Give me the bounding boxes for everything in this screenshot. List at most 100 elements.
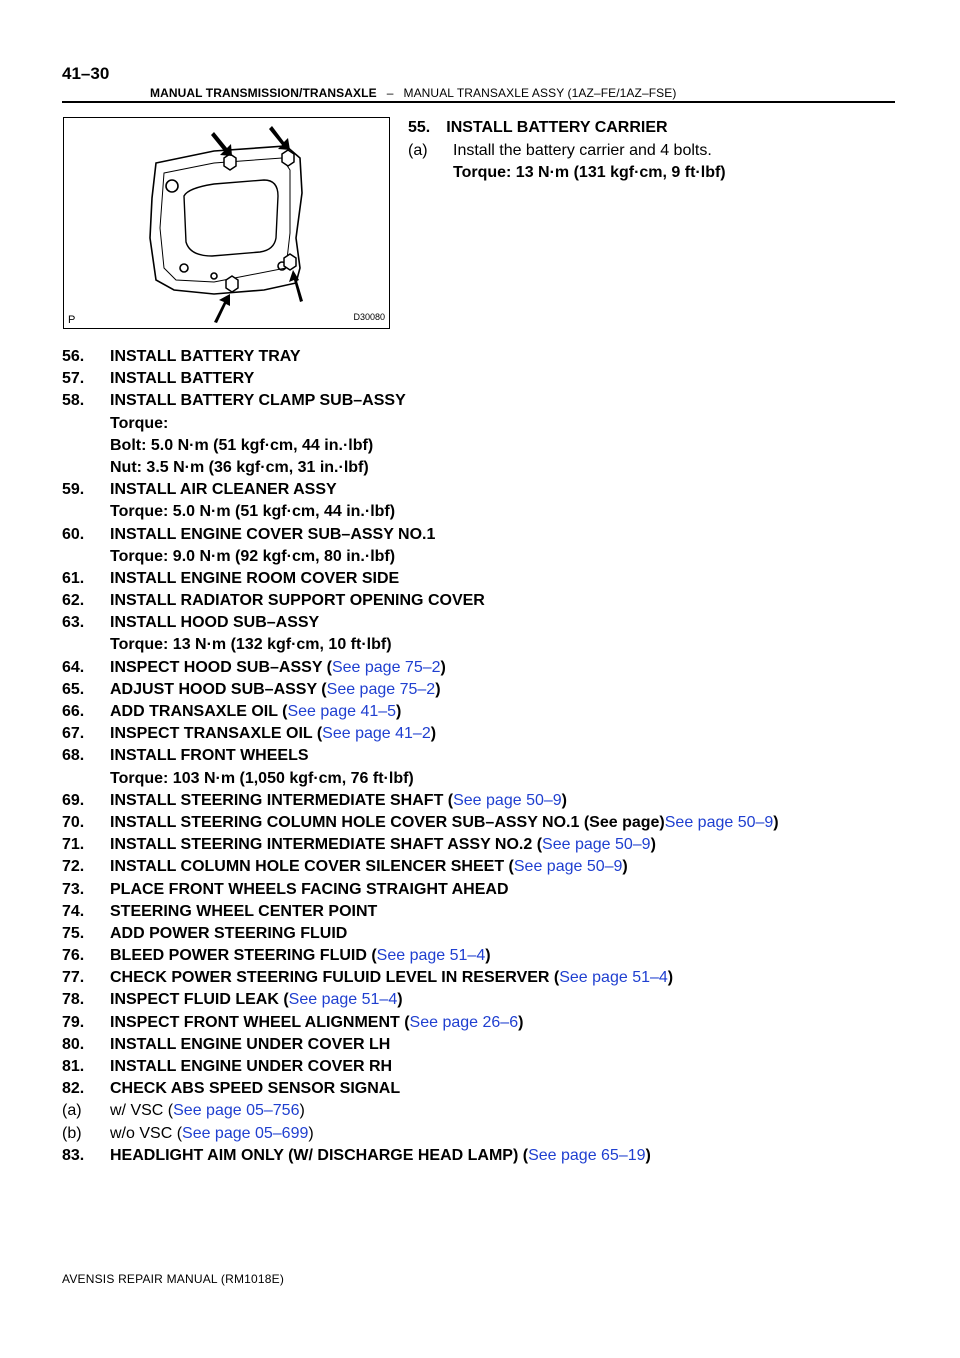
page-number: 41–30 bbox=[62, 64, 110, 83]
step-item: 79. INSPECT FRONT WHEEL ALIGNMENT (See pa… bbox=[62, 1012, 779, 1034]
see-page-link[interactable]: See page 26–6 bbox=[409, 1013, 519, 1031]
step-text: HEADLIGHT AIM ONLY (W/ DISCHARGE HEAD LA… bbox=[110, 1146, 529, 1164]
see-page-link[interactable]: See page 50–9 bbox=[453, 791, 562, 809]
step-text: INSTALL COLUMN HOLE COVER SILENCER SHEET… bbox=[110, 858, 514, 876]
step-item: 80.INSTALL ENGINE UNDER COVER LH bbox=[62, 1034, 779, 1056]
carrier-hole bbox=[165, 179, 179, 193]
step-text: INSTALL FRONT WHEELS bbox=[110, 747, 309, 765]
step-text-close: ) bbox=[435, 680, 441, 698]
step-text: INSTALL HOOD SUB–ASSY bbox=[110, 614, 320, 632]
see-page-link[interactable]: See page 50–9 bbox=[542, 836, 651, 854]
step-text: INSTALL AIR CLEANER ASSY bbox=[110, 481, 337, 499]
step-text: INSTALL STEERING INTERMEDIATE SHAFT ( bbox=[110, 791, 454, 809]
step-text: INSTALL BATTERY TRAY bbox=[110, 348, 301, 365]
subsection-title: MANUAL TRANSAXLE ASSY (1AZ–FE/1AZ–FSE) bbox=[403, 86, 677, 100]
footer-manual-title: AVENSIS REPAIR MANUAL (RM1018E) bbox=[62, 1272, 285, 1286]
step-item: 65. ADJUST HOOD SUB–ASSY (See page 75–2) bbox=[62, 679, 779, 701]
see-page-link[interactable]: See page 51–4 bbox=[376, 947, 486, 965]
torque-line: Torque: bbox=[110, 414, 169, 432]
step-text: PLACE FRONT WHEELS FACING STRAIGHT AHEAD bbox=[110, 880, 509, 898]
step-text: ADJUST HOOD SUB–ASSY ( bbox=[110, 680, 327, 698]
step-number: 64. bbox=[62, 658, 85, 676]
step-55-torque: Torque: 13 N·m (131 kgf·cm, 9 ft·lbf) bbox=[453, 164, 726, 181]
torque-line: Torque: 9.0 N·m (92 kgf·cm, 80 in.·lbf) bbox=[110, 547, 396, 565]
step-item: 75.ADD POWER STEERING FLUID bbox=[62, 923, 779, 945]
bolt-4 bbox=[225, 275, 239, 293]
see-page-link[interactable]: See page 75–2 bbox=[331, 658, 441, 676]
step-number: (b) bbox=[62, 1124, 82, 1142]
step-number: 67. bbox=[62, 725, 85, 743]
step-number: 56. bbox=[62, 348, 85, 365]
step-number: 79. bbox=[62, 1013, 85, 1031]
step-text-close: ) bbox=[645, 1146, 651, 1164]
step-text: INSTALL STEERING INTERMEDIATE SHAFT ASSY… bbox=[110, 836, 543, 854]
step-text: INSTALL ENGINE COVER SUB–ASSY NO.1 bbox=[110, 525, 436, 543]
step-text: INSTALL ENGINE UNDER COVER LH bbox=[110, 1035, 391, 1053]
step-item: 60.INSTALL ENGINE COVER SUB–ASSY NO.1 bbox=[62, 524, 779, 546]
step-item: 72. INSTALL COLUMN HOLE COVER SILENCER SH… bbox=[62, 856, 779, 878]
step-55-title: 55. INSTALL BATTERY CARRIER bbox=[408, 119, 668, 136]
step-text-close: ) bbox=[299, 1102, 305, 1120]
see-page-link[interactable]: See page 65–19 bbox=[528, 1146, 646, 1164]
carrier-inner-edge bbox=[159, 157, 291, 283]
step-text: INSTALL BATTERY bbox=[110, 370, 255, 388]
figure-code: D30080 bbox=[353, 312, 385, 322]
step-item: 73. PLACE FRONT WHEELS FACING STRAIGHT AH… bbox=[62, 879, 779, 901]
step-text-close: ) bbox=[397, 991, 403, 1009]
step-item: (b)w/o VSC (See page 05–699) bbox=[62, 1123, 779, 1145]
step-item: 64.INSPECT HOOD SUB–ASSY (See page 75–2) bbox=[62, 657, 779, 679]
step-number: 74. bbox=[62, 902, 85, 920]
step-item: 63. INSTALL HOOD SUB–ASSY bbox=[62, 612, 779, 634]
step-item: 61. INSTALL ENGINE ROOM COVER SIDE bbox=[62, 568, 779, 590]
bolt-3 bbox=[283, 253, 297, 271]
step-item: 81.INSTALL ENGINE UNDER COVER RH bbox=[62, 1056, 779, 1078]
step-item: 68. INSTALL FRONT WHEELS bbox=[62, 745, 779, 767]
see-page-link[interactable]: See page 50–9 bbox=[664, 813, 774, 831]
see-page-link[interactable]: See page 05–756 bbox=[173, 1102, 300, 1120]
step-item: 58.INSTALL BATTERY CLAMP SUB–ASSY bbox=[62, 390, 779, 412]
see-page-link[interactable]: See page 05–699 bbox=[182, 1124, 309, 1142]
step-number: 73. bbox=[62, 880, 85, 898]
carrier-hole bbox=[179, 263, 189, 273]
arrow-icon bbox=[211, 132, 232, 156]
step-item: 70. INSTALL STEERING COLUMN HOLE COVER SU… bbox=[62, 812, 779, 834]
step-number: 72. bbox=[62, 858, 85, 876]
step-number: 70. bbox=[62, 813, 85, 831]
step-number: 81. bbox=[62, 1058, 85, 1075]
step-text: INSTALL BATTERY CLAMP SUB–ASSY bbox=[110, 392, 406, 410]
step-text-close: ) bbox=[773, 813, 779, 831]
step-item: 77.CHECK POWER STEERING FULUID LEVEL IN … bbox=[62, 967, 779, 989]
step-text: INSPECT FRONT WHEEL ALIGNMENT ( bbox=[110, 1013, 410, 1031]
step-number: 68. bbox=[62, 747, 85, 765]
step-number: 75. bbox=[62, 924, 85, 942]
battery-carrier-drawing bbox=[149, 126, 303, 323]
header-separator: – bbox=[386, 86, 394, 100]
section-title: MANUAL TRANSMISSION/TRANSAXLE bbox=[150, 86, 377, 100]
step-item: 62.INSTALL RADIATOR SUPPORT OPENING COVE… bbox=[62, 590, 779, 612]
section-header: MANUAL TRANSMISSION/TRANSAXLE–MANUAL TRA… bbox=[150, 86, 676, 100]
step-number: 82. bbox=[62, 1080, 85, 1098]
step-text-close: ) bbox=[308, 1124, 314, 1142]
step-text: INSTALL STEERING COLUMN HOLE COVER SUB–A… bbox=[110, 813, 665, 831]
step-number: 76. bbox=[62, 947, 85, 965]
see-page-link[interactable]: See page 41–5 bbox=[287, 703, 397, 720]
step-item: 67.INSPECT TRANSAXLE OIL (See page 41–2) bbox=[62, 723, 779, 745]
see-page-link[interactable]: See page 51–4 bbox=[559, 969, 668, 987]
arrow-icon bbox=[269, 126, 290, 150]
see-page-link[interactable]: See page 50–9 bbox=[513, 858, 623, 876]
step-number: 63. bbox=[62, 614, 85, 632]
step-text: INSTALL RADIATOR SUPPORT OPENING COVER bbox=[110, 592, 485, 610]
step-text: ADD TRANSAXLE OIL ( bbox=[110, 703, 288, 720]
step-item: 66.ADD TRANSAXLE OIL (See page 41–5) bbox=[62, 701, 779, 723]
step-text: INSTALL ENGINE ROOM COVER SIDE bbox=[110, 569, 400, 587]
see-page-link[interactable]: See page 41–2 bbox=[322, 725, 431, 743]
see-page-link[interactable]: See page 75–2 bbox=[326, 680, 436, 698]
step-item: 59.INSTALL AIR CLEANER ASSY bbox=[62, 479, 779, 501]
torque-line: Torque: 13 N·m (132 kgf·cm, 10 ft·lbf) bbox=[110, 636, 392, 654]
see-page-link[interactable]: See page 51–4 bbox=[288, 991, 398, 1009]
step-text: CHECK POWER STEERING FULUID LEVEL IN RES… bbox=[110, 969, 560, 987]
carrier-opening bbox=[183, 179, 279, 257]
battery-carrier-illustration: P D30080 bbox=[63, 117, 390, 329]
step-number: 65. bbox=[62, 680, 85, 698]
step-number: 61. bbox=[62, 569, 85, 587]
